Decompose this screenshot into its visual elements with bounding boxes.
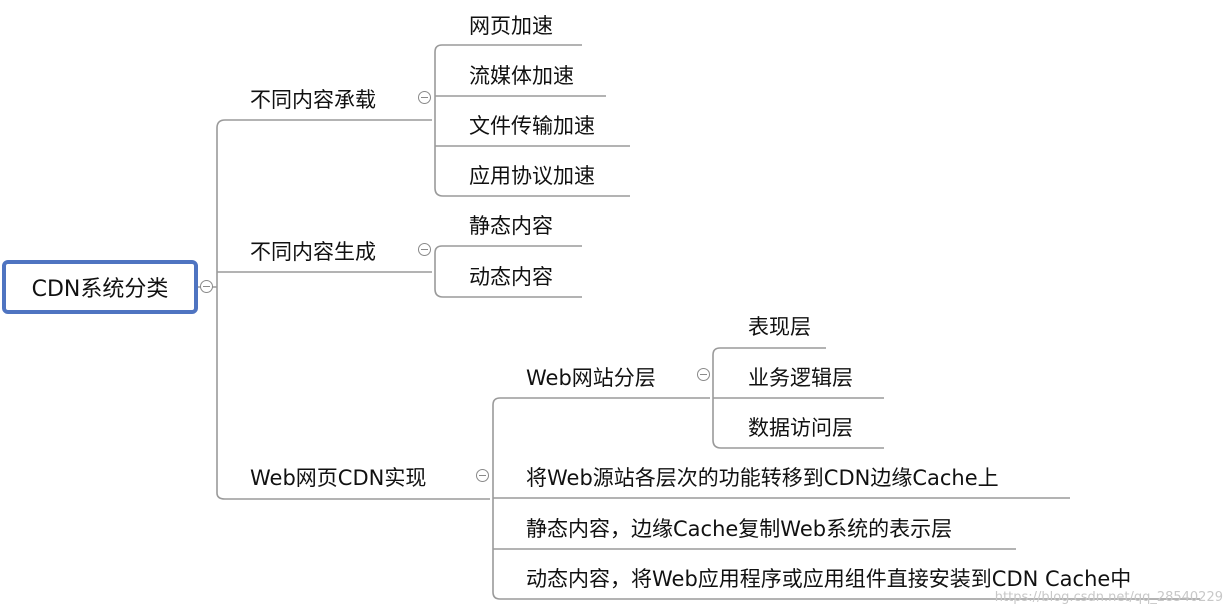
root-node[interactable]: CDN系统分类 — [2, 260, 198, 314]
root-collapse-toggle[interactable] — [200, 280, 213, 293]
branch-web-cdn-implementation[interactable]: Web网页CDN实现 — [250, 466, 427, 490]
connector-b2-c3 — [492, 591, 1200, 600]
leaf-dynamic-edge-install[interactable]: 动态内容，将Web应用程序或应用组件直接安装到CDN Cache中 — [526, 567, 1132, 591]
branch-content-delivery[interactable]: 不同内容承载 — [250, 88, 376, 112]
leaf-data-access-layer[interactable]: 数据访问层 — [748, 416, 853, 440]
branch-2-collapse-toggle[interactable] — [476, 469, 489, 482]
leaf-business-logic-layer[interactable]: 业务逻辑层 — [748, 366, 853, 390]
leaf-move-layers-to-edge[interactable]: 将Web源站各层次的功能转移到CDN边缘Cache上 — [526, 466, 999, 490]
subbranch-web-layering[interactable]: Web网站分层 — [526, 366, 656, 390]
branch-1-collapse-toggle[interactable] — [418, 243, 431, 256]
connector-branch-0 — [216, 119, 432, 129]
leaf-static-edge-copy[interactable]: 静态内容，边缘Cache复制Web系统的表示层 — [526, 517, 953, 541]
connector-b1-c1 — [434, 288, 582, 298]
leaf-app-protocol-acceleration[interactable]: 应用协议加速 — [469, 164, 595, 188]
watermark: https://blog.csdn.net/qq_28540229 — [994, 590, 1223, 605]
leaf-dynamic-content[interactable]: 动态内容 — [469, 265, 553, 289]
connector-branch-2 — [216, 492, 490, 500]
connector-b1-c0 — [434, 245, 582, 254]
connector-web-c0 — [712, 347, 826, 356]
connector-b2-c0 — [492, 397, 710, 406]
leaf-static-content[interactable]: 静态内容 — [469, 214, 553, 238]
connector-b0-c3 — [434, 187, 630, 197]
connector-b0-c0 — [434, 44, 582, 53]
branch-0-collapse-toggle[interactable] — [418, 91, 431, 104]
leaf-web-acceleration[interactable]: 网页加速 — [469, 14, 553, 38]
subbranch-web-layering-collapse-toggle[interactable] — [697, 368, 710, 381]
branch-content-generation[interactable]: 不同内容生成 — [250, 240, 376, 264]
connector-web-c2 — [712, 439, 884, 449]
leaf-streaming-acceleration[interactable]: 流媒体加速 — [469, 64, 574, 88]
leaf-presentation-layer[interactable]: 表现层 — [748, 315, 811, 339]
root-label: CDN系统分类 — [31, 277, 169, 302]
leaf-file-transfer-acceleration[interactable]: 文件传输加速 — [469, 114, 595, 138]
